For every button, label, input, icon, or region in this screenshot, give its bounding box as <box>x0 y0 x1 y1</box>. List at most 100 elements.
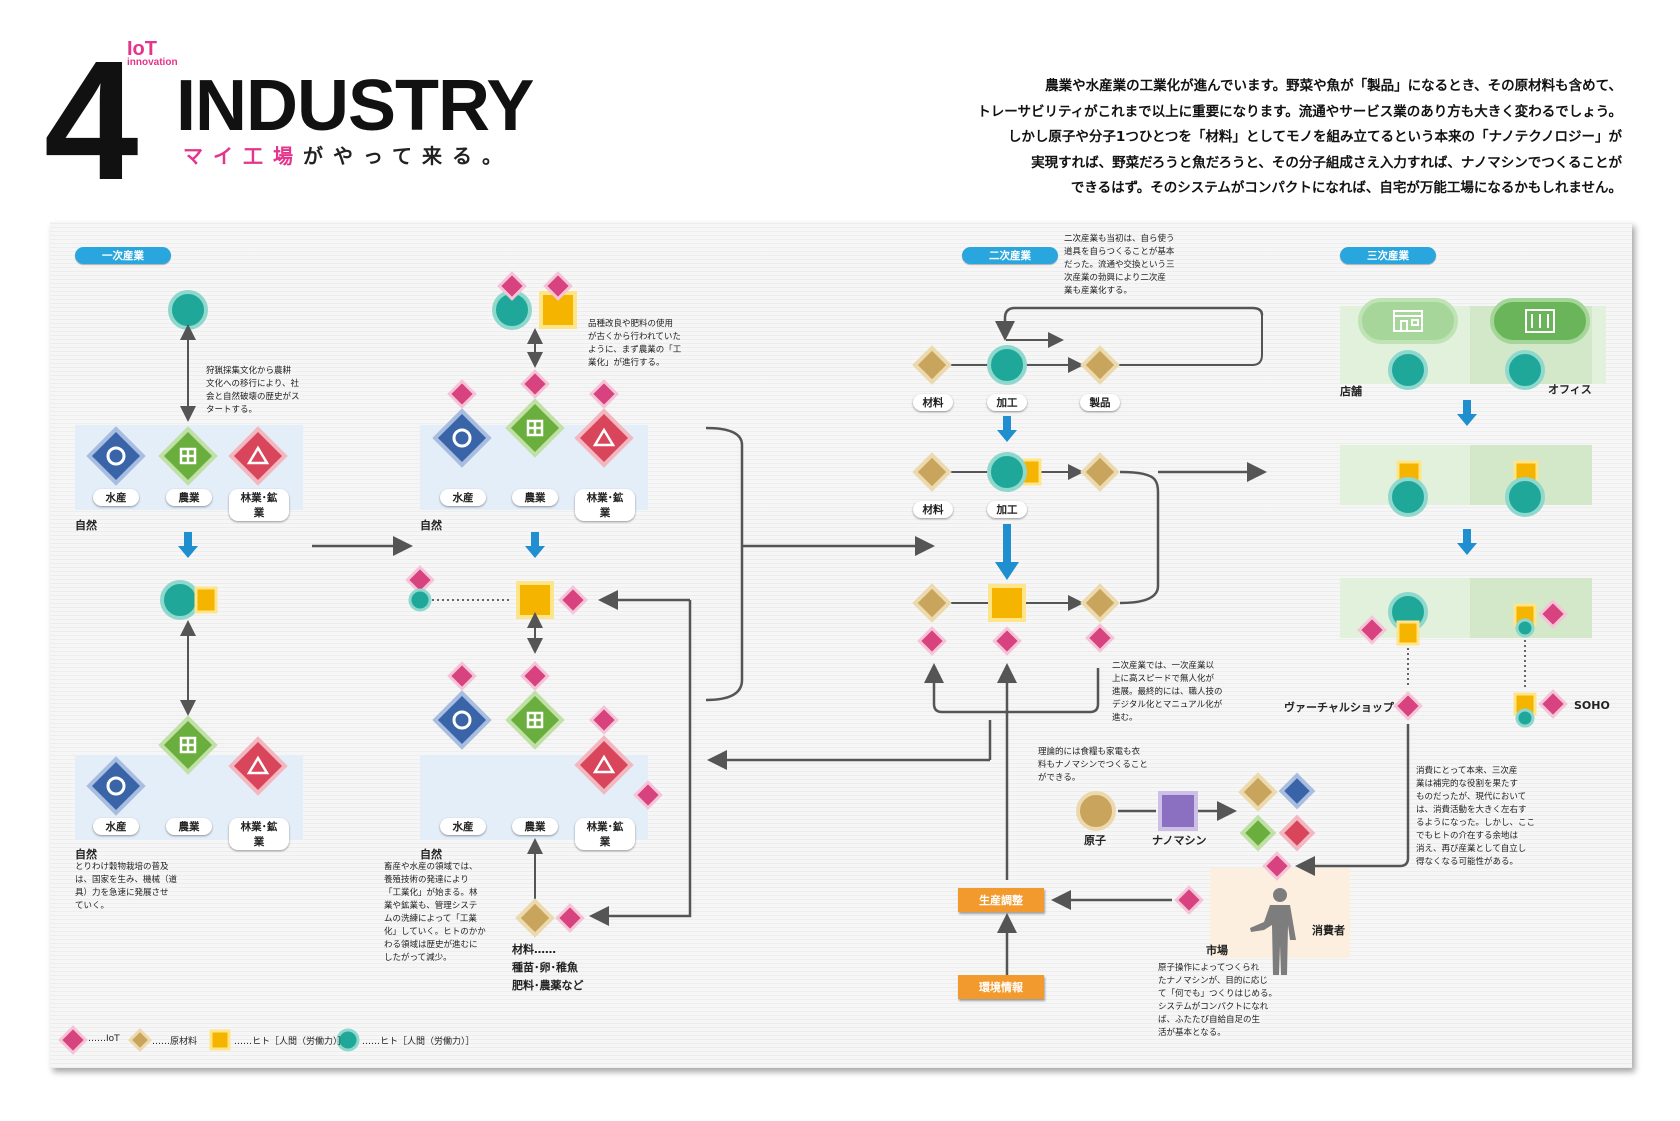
iot-diamond-icon <box>589 705 619 735</box>
legend-human-teal-icon <box>336 1028 360 1052</box>
label-processing: 加工 <box>987 501 1027 518</box>
bracket <box>1119 470 1160 605</box>
raw-material-icon <box>913 453 951 491</box>
flow-arrow <box>1295 724 1410 876</box>
note-livestock: 畜産や水産の領域では、養殖技術の発達により「工業化」が始まる。林業や鉱業も、管理… <box>384 862 486 963</box>
store-icon <box>1393 310 1423 332</box>
fishery-diamond-icon <box>1278 772 1316 810</box>
label-forestry: 林業･鉱業 <box>575 818 635 850</box>
cycle-arrow <box>995 306 1264 341</box>
iot-diamond-icon <box>520 661 550 691</box>
consumer-icon <box>1250 888 1296 975</box>
tagline: マイ工場がやって来る。 <box>183 140 512 169</box>
blue-down-arrow <box>997 416 1017 442</box>
human-teal-icon <box>1388 350 1428 390</box>
human-teal-icon <box>1505 350 1545 390</box>
human-teal-small-icon <box>408 588 432 612</box>
iot-diamond-icon <box>917 626 947 656</box>
tagline-pink: マイ工場 <box>183 144 303 168</box>
agriculture-icon <box>506 691 564 749</box>
product-icon <box>1081 584 1119 622</box>
label-agriculture: 農業 <box>512 818 558 835</box>
label-agriculture: 農業 <box>166 818 212 835</box>
label-forestry: 林業･鉱業 <box>229 818 289 850</box>
note-tertiary-role: 消費にとって本来、三次産業は補完的な役割を果たすものだったが、現代においては、消… <box>1416 766 1536 867</box>
intro-line: 実現すれば、野菜だろうと魚だろうと、その分子組成さえ入力すれば、ナノマシンでつく… <box>1031 154 1622 171</box>
label-nature: 自然 <box>420 519 442 532</box>
chapter-number: 4 <box>44 26 139 216</box>
label-consumer: 消費者 <box>1312 924 1345 937</box>
human-teal-icon <box>987 452 1027 492</box>
intro-line: 農業や水産業の工業化が進んでいます。野菜や魚が「製品」になるとき、その原材料も含… <box>1045 78 1622 94</box>
iot-diamond-icon <box>1393 691 1423 721</box>
note-secondary-start: 二次産業も当初は、自ら使う道具を自らつくることが基本だった。流通や交換という三次… <box>1064 234 1175 296</box>
production-adjust-box: 生産調整 <box>958 888 1044 912</box>
legend-iot-icon <box>58 1025 88 1055</box>
materials-list-2: 種苗･卵･稚魚 <box>512 961 578 974</box>
label-soho: SOHO <box>1574 699 1610 712</box>
human-teal-small-icon <box>1515 618 1535 638</box>
label-nanomachine: ナノマシン <box>1152 834 1207 847</box>
label-material: 材料 <box>913 501 953 518</box>
raw-material-icon <box>913 584 951 622</box>
iot-diamond-icon <box>447 379 477 409</box>
blue-down-arrow <box>1457 400 1477 426</box>
label-fishery: 水産 <box>440 489 486 506</box>
label-fishery: 水産 <box>440 818 486 835</box>
iot-diamond-icon <box>447 661 477 691</box>
label-fishery: 水産 <box>93 818 139 835</box>
iot-text: IoT <box>127 38 157 60</box>
human-teal-icon <box>168 290 208 330</box>
note-grain: とりわけ穀物栽培の普及は、国家を生み、機械（道具）力を急速に発展させていく。 <box>75 862 178 911</box>
label-nature: 自然 <box>75 848 97 861</box>
intro-text: 農業や水産業の工業化が進んでいます。野菜や魚が「製品」になるとき、その原材料も含… <box>902 74 1622 202</box>
atom-icon <box>1076 791 1116 831</box>
product-icon <box>1081 346 1119 384</box>
nanomachine-icon <box>1158 791 1198 831</box>
forest-diamond-icon <box>1278 814 1316 852</box>
iot-diamond-icon <box>992 626 1022 656</box>
human-teal-small-icon <box>1515 708 1535 728</box>
label-product: 製品 <box>1080 394 1120 411</box>
legend-raw: ……原材料 <box>152 1037 198 1047</box>
label-forestry: 林業･鉱業 <box>229 489 289 521</box>
iot-innovation-logo: IoT innovation <box>127 38 178 68</box>
note-breeding: 品種改良や肥料の使用が古くから行われていたように、まず農業の「工業化」が進行する… <box>588 319 682 368</box>
raw-material-icon <box>516 899 554 937</box>
section-tertiary: 三次産業 <box>1340 247 1436 264</box>
human-teal-icon <box>1388 477 1428 517</box>
blue-down-arrow <box>178 532 198 558</box>
label-office: オフィス <box>1548 383 1592 396</box>
intro-line: できるはず。そのシステムがコンパクトになれば、自宅が万能工場になるかもしれません… <box>1070 180 1622 196</box>
raw-material-icon <box>913 346 951 384</box>
innovation-text: innovation <box>127 57 178 68</box>
legend-human-yellow: ……ヒト［人間（労働力）］ <box>234 1037 347 1047</box>
human-yellow-icon <box>194 586 218 614</box>
blue-down-arrow <box>1457 529 1477 555</box>
human-teal-icon <box>987 345 1027 385</box>
label-agriculture: 農業 <box>166 489 212 506</box>
materials-list-3: 肥料･農薬など <box>512 979 584 992</box>
legend-human-yellow-icon <box>209 1029 231 1051</box>
label-market: 市場 <box>1206 944 1228 957</box>
label-material: 材料 <box>913 394 953 411</box>
label-nature: 自然 <box>420 848 442 861</box>
label-atom: 原子 <box>1084 834 1106 847</box>
feedback-arrow <box>924 663 1100 714</box>
page-title: INDUSTRY <box>176 66 534 146</box>
blue-down-arrow <box>525 532 545 558</box>
note-secondary-speed: 二次産業では、一次産業以上に高スピードで無人化が進展。最終的には、職人技のデジタ… <box>1112 661 1223 723</box>
product-icon <box>1081 453 1119 491</box>
legend-raw-icon <box>127 1027 153 1053</box>
label-fishery: 水産 <box>93 489 139 506</box>
section-secondary: 二次産業 <box>962 247 1058 264</box>
office-icon <box>1525 309 1555 333</box>
legend-human-teal: ……ヒト［人間（労働力）］ <box>362 1037 475 1047</box>
materials-list-1: 材料…… <box>512 943 556 956</box>
fishery-icon <box>433 691 491 749</box>
human-teal-icon <box>160 580 200 620</box>
iot-diamond-icon <box>520 369 550 399</box>
legend-iot: ……IoT <box>88 1034 120 1044</box>
human-yellow-icon <box>1396 620 1420 646</box>
